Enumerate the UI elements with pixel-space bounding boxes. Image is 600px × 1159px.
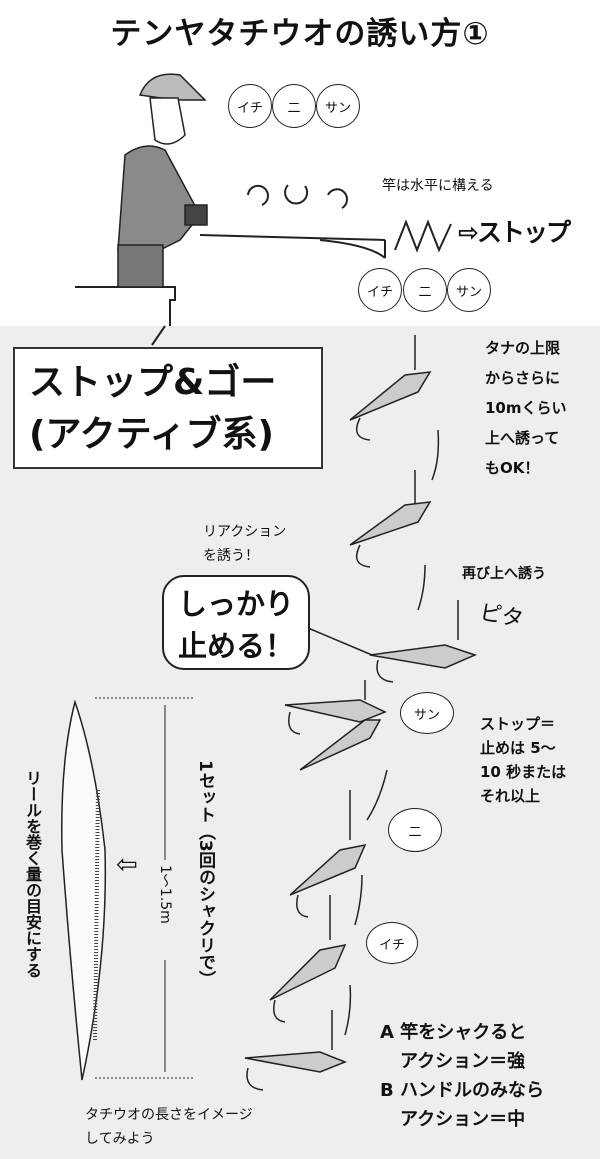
pier	[75, 286, 176, 346]
angler-figure	[117, 73, 208, 288]
note-line: もOK！	[485, 459, 540, 477]
stop-duration-note: ストップ＝ 止めは 5〜 10 秒または それ以上	[480, 712, 566, 808]
lure	[269, 895, 347, 1023]
count-bubble: 二	[403, 268, 447, 312]
rotation-arrows-icon	[247, 184, 348, 209]
note-line: 上へ誘って	[485, 429, 560, 447]
bubble-line: しっかり	[177, 587, 294, 621]
count-bubble: サン	[316, 84, 360, 128]
lure	[244, 1010, 348, 1091]
again-note: 再び上へ誘う	[462, 566, 546, 582]
caption-line: タチウオの長さをイメージ	[85, 1107, 253, 1123]
lure	[284, 680, 387, 735]
length-label: 1〜1.5m	[157, 865, 173, 924]
note-line: 10mくらい	[485, 399, 567, 417]
method-subtitle: (アクティブ系)	[29, 414, 274, 455]
action-note: A 竿をシャクると アクション＝強 B ハンドルのみなら アクション＝中	[380, 1018, 544, 1134]
bubble-line: 止める！	[177, 629, 294, 663]
note-line: それ以上	[480, 787, 541, 805]
method-box: ストップ&ゴー (アクティブ系)	[13, 347, 323, 469]
set-note: 1セット（3回のシャクリで）	[195, 760, 215, 988]
method-title: ストップ&ゴー	[29, 362, 277, 403]
note-line: タナの上限	[485, 339, 561, 357]
note-line: B ハンドルのみなら	[380, 1080, 544, 1101]
caption-line: してみよう	[85, 1131, 155, 1147]
bubble-pointer	[307, 627, 373, 656]
lure	[299, 719, 382, 771]
left-arrow-icon: ⇦	[116, 850, 138, 880]
fishing-rod	[199, 234, 386, 259]
lure	[369, 600, 478, 683]
count-bubble: サン	[447, 268, 491, 312]
note-line: リアクション	[203, 524, 287, 540]
up-arrows-icon	[344, 429, 440, 1036]
lures	[244, 335, 478, 1091]
count-bubble: イチ	[228, 84, 272, 128]
lure	[289, 790, 367, 918]
count-bubble: 二	[388, 808, 442, 852]
tachiuo-fish	[61, 699, 107, 1081]
note-line: A 竿をシャクると	[380, 1022, 527, 1043]
note-line: アクション＝中	[400, 1109, 526, 1130]
zigzag-motion-icon	[394, 219, 452, 253]
lure	[349, 470, 432, 568]
count-bubble: サン	[400, 692, 454, 734]
count-bubble: イチ	[358, 268, 402, 312]
page-title: テンヤタチウオの誘い方①	[110, 16, 490, 52]
upper-limit-note: タナの上限 からさらに 10mくらい 上へ誘って もOK！	[485, 333, 567, 483]
count-bubble: イチ	[366, 922, 418, 964]
note-line: からさらに	[485, 369, 561, 387]
stop-speech-bubble: しっかり 止める！	[162, 575, 310, 670]
count-bubble: 二	[272, 84, 316, 128]
note-line: 止めは 5〜	[480, 739, 556, 757]
reaction-note: リアクション を誘う！	[203, 520, 286, 568]
note-line: ストップ＝	[480, 715, 556, 733]
lure	[349, 335, 432, 441]
stop-label: ⇨ストップ	[458, 218, 571, 247]
note-line: アクション＝強	[400, 1051, 526, 1072]
note-line: を誘う！	[203, 548, 259, 564]
note-line: 10 秒または	[480, 763, 567, 781]
rod-note: 竿は水平に構える	[382, 178, 494, 194]
length-dimension	[95, 697, 195, 1079]
reel-amount-note: リールを巻く量の目安にする	[23, 770, 42, 978]
length-caption: タチウオの長さをイメージ してみよう	[85, 1103, 253, 1151]
